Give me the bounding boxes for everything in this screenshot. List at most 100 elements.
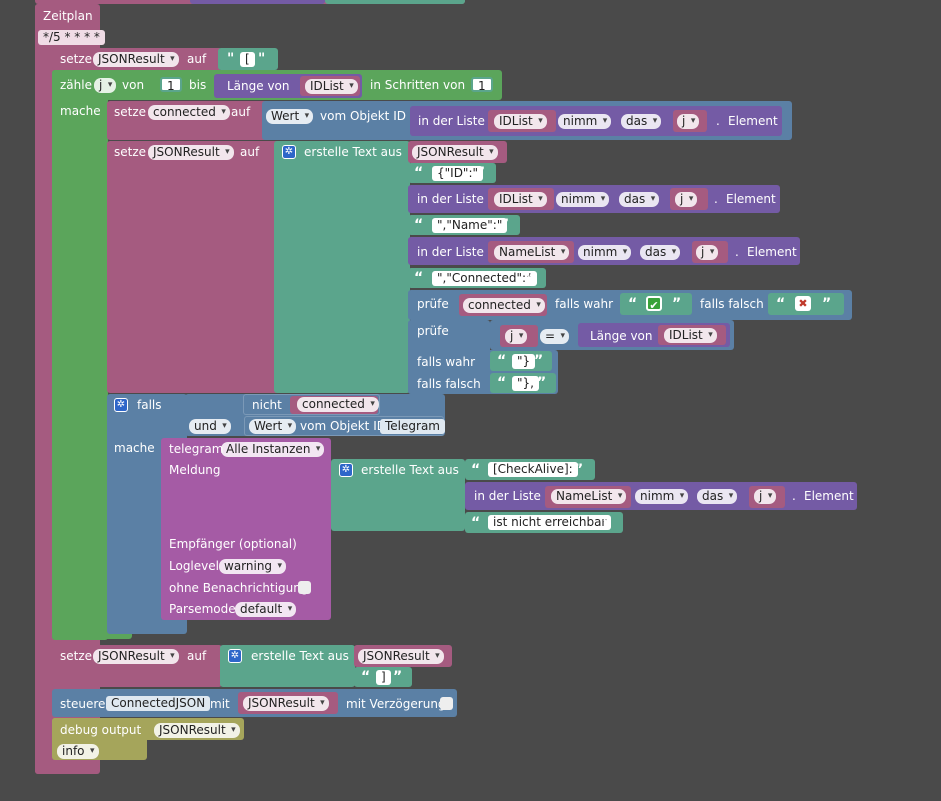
var-dropdown[interactable]: JSONResult <box>358 649 444 664</box>
list-dropdown[interactable]: IDList <box>494 192 547 207</box>
auf-label: auf <box>187 649 207 663</box>
element-label: Element <box>728 114 778 128</box>
quote-close-icon: ” <box>822 296 832 312</box>
text-value[interactable]: "} <box>512 354 536 369</box>
text-value[interactable]: [CheckAlive]: <box>488 462 578 477</box>
das-dropdown[interactable]: das <box>640 245 681 260</box>
ohne-label: ohne Benachrichtigung <box>169 581 309 595</box>
setze-label: setze <box>114 105 147 119</box>
quote-open-icon: “ <box>361 669 371 685</box>
idx-dropdown[interactable]: j <box>505 329 528 344</box>
object-id-field[interactable]: ConnectedJSON <box>106 696 211 711</box>
wert-dropdown[interactable]: Wert <box>249 419 297 434</box>
var-dropdown[interactable]: JSONResult <box>93 649 179 664</box>
var-dropdown[interactable]: JSONResult <box>154 723 240 738</box>
erstelle-label: erstelle Text aus <box>304 145 402 159</box>
prior-block-fragment <box>190 0 325 4</box>
cron-field[interactable]: */5 * * * * <box>38 30 105 45</box>
auf-label: auf <box>240 145 260 159</box>
var-dropdown[interactable]: connected <box>463 298 545 313</box>
quote-close-icon: ” <box>672 296 682 312</box>
parsemode-dropdown[interactable]: default <box>235 602 297 617</box>
var-dropdown[interactable]: JSONResult <box>93 52 179 67</box>
loop-var-dropdown[interactable]: j <box>94 78 117 93</box>
cross-icon[interactable]: ✖ <box>795 296 811 311</box>
join-block[interactable] <box>331 459 465 531</box>
list-dropdown[interactable]: NameList <box>494 245 570 260</box>
gear-icon[interactable]: ✲ <box>228 649 242 663</box>
laenge-label: Länge von <box>590 329 653 343</box>
in-list-label: in der Liste <box>418 114 485 128</box>
quote-open-icon: “ <box>497 353 507 369</box>
setze-label: setze <box>60 649 93 663</box>
operator-dropdown[interactable]: = <box>540 329 570 344</box>
idx-dropdown[interactable]: j <box>675 192 698 207</box>
var-dropdown[interactable]: JSONResult <box>243 696 329 711</box>
das-dropdown[interactable]: das <box>697 489 738 504</box>
text-value[interactable]: {"ID":" <box>432 166 484 181</box>
auf-label: auf <box>187 52 207 66</box>
ohne-checkbox[interactable] <box>298 581 311 594</box>
falls-wahr-label: falls wahr <box>417 355 476 369</box>
nimm-dropdown[interactable]: nimm <box>578 245 632 260</box>
idx-dropdown[interactable]: j <box>754 489 777 504</box>
erstelle-label: erstelle Text aus <box>251 649 349 663</box>
instance-dropdown[interactable]: Alle Instanzen <box>221 442 325 457</box>
quote-close-icon: ” <box>534 353 544 369</box>
join-block[interactable] <box>220 645 355 687</box>
nimm-dropdown[interactable]: nimm <box>558 114 612 129</box>
list-dropdown[interactable]: IDList <box>494 114 547 129</box>
gear-icon[interactable]: ✲ <box>114 398 128 412</box>
parsemode-label: Parsemode <box>169 602 236 616</box>
element-label: Element <box>804 489 854 503</box>
text-value[interactable]: [ <box>240 52 255 67</box>
falls-falsch-label: falls falsch <box>417 377 481 391</box>
quote-close-icon: ” <box>500 217 510 233</box>
object-id-field[interactable]: Telegram <box>380 419 445 434</box>
level-dropdown[interactable]: info <box>57 744 99 759</box>
wert-dropdown[interactable]: Wert <box>266 109 314 124</box>
das-dropdown[interactable]: das <box>619 192 660 207</box>
checkmark-icon[interactable]: ✔ <box>646 296 662 312</box>
gear-icon[interactable]: ✲ <box>282 145 296 159</box>
list-dropdown[interactable]: NameList <box>551 489 627 504</box>
text-value[interactable]: ","Connected":" <box>432 271 537 286</box>
und-dropdown[interactable]: und <box>189 419 231 434</box>
prior-block-fragment <box>325 0 465 4</box>
element-label: Element <box>726 192 776 206</box>
idx-dropdown[interactable]: j <box>696 245 719 260</box>
mache-label: mache <box>60 104 101 118</box>
text-value[interactable]: ","Name":" <box>432 218 508 233</box>
quote-close-icon: ” <box>476 165 486 181</box>
from-field[interactable]: 1 <box>160 77 182 93</box>
text-value[interactable]: ] <box>376 670 391 685</box>
loglevel-dropdown[interactable]: warning <box>219 559 287 574</box>
das-dropdown[interactable]: das <box>621 114 662 129</box>
nimm-dropdown[interactable]: nimm <box>635 489 689 504</box>
setze-json-block[interactable] <box>107 141 282 393</box>
quote-open-icon: “ <box>414 270 424 286</box>
loglevel-label: Loglevel <box>169 559 219 573</box>
var-dropdown[interactable]: connected <box>297 397 379 412</box>
schritt-label: in Schritten von <box>370 78 466 92</box>
var-dropdown[interactable]: connected <box>148 105 230 120</box>
var-dropdown[interactable]: JSONResult <box>412 145 498 160</box>
zaehle-body <box>52 70 108 640</box>
dot-label: . <box>792 489 796 503</box>
idx-dropdown[interactable]: j <box>677 114 700 129</box>
vom-label: vom Objekt ID <box>320 109 406 123</box>
quote-open-icon: “ <box>471 462 481 478</box>
step-field[interactable]: 1 <box>471 77 493 93</box>
meldung-label: Meldung <box>169 463 221 477</box>
join-block[interactable] <box>274 141 410 393</box>
text-value[interactable]: ist nicht erreichbar <box>488 515 612 530</box>
var-dropdown[interactable]: JSONResult <box>148 145 234 160</box>
dot-label: . <box>735 245 739 259</box>
list-dropdown[interactable]: IDList <box>305 79 358 94</box>
list-dropdown[interactable]: IDList <box>664 328 717 343</box>
text-value[interactable]: "}, <box>512 376 539 391</box>
falls-label: falls <box>137 398 162 412</box>
gear-icon[interactable]: ✲ <box>339 463 353 477</box>
verzoegerung-checkbox[interactable] <box>440 697 453 710</box>
nimm-dropdown[interactable]: nimm <box>556 192 610 207</box>
